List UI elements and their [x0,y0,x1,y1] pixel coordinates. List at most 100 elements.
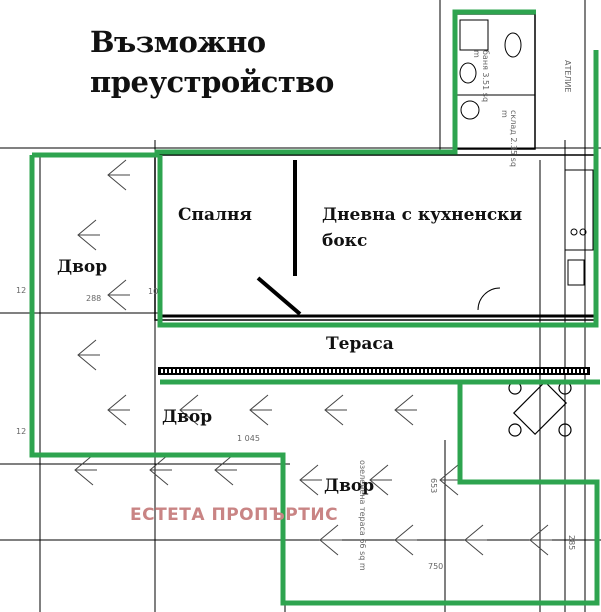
railing-slot [489,369,491,373]
railing-slot [465,369,467,373]
arrow-icon [464,524,487,556]
arrow-icon [369,464,392,496]
railing-slot [237,369,239,373]
watermark: ЕСТЕТА ПРОПЪРТИС [130,505,339,525]
arrow-icon [319,524,342,556]
railing-slot [357,369,359,373]
fridge-icon [567,259,585,286]
railing-slot [417,369,419,373]
railing-slot [361,369,363,373]
storage-label: склад 2.35 sq m [500,110,518,167]
railing-slot [529,369,531,373]
arrow-icon [77,219,100,251]
railing-slot [461,369,463,373]
railing-slot [457,369,459,373]
railing-slot [525,369,527,373]
railing-slot [517,369,519,373]
railing-slot [201,369,203,373]
dim-12-bottom: 12 [16,427,27,436]
railing-slot [381,369,383,373]
railing-slot [241,369,243,373]
railing-slot [169,369,171,373]
railing-slot [293,369,295,373]
railing-slot [473,369,475,373]
arrow-icon [179,394,202,426]
green-outline [29,9,600,606]
railing-slot [433,369,435,373]
railing-slot [345,369,347,373]
railing-slot [573,369,575,373]
railing-slot [277,369,279,373]
railing-slot [193,369,195,373]
railing-slot [265,369,267,373]
railing-slot [325,369,327,373]
railing-slot [397,369,399,373]
railing-slot [537,369,539,373]
railing-slot [533,369,535,373]
railing-slot [401,369,403,373]
hob-icon [570,228,578,236]
bath-label: баня 3.51 sq m [472,50,490,103]
railing-slot [509,369,511,373]
railing-slot [549,369,551,373]
railing-slot [185,369,187,373]
railing-slot [189,369,191,373]
railing-slot [173,369,175,373]
room-label-yard-left: Двор [57,257,108,277]
railing-slot [165,369,167,373]
railing-slot [229,369,231,373]
railing-slot [377,369,379,373]
bedroom-door [256,276,302,316]
railing-slot [421,369,423,373]
railing-slot [305,369,307,373]
arrow-icon [394,524,417,556]
railing-slot [217,369,219,373]
railing-slot [309,369,311,373]
railing-slot [177,369,179,373]
dim-653: 653 [429,478,438,494]
railing-slot [321,369,323,373]
balcony-door [477,287,501,311]
railing-slot [337,369,339,373]
outline-yards [29,155,600,606]
kitchen-counter [564,169,594,251]
room-label-yard-bottom: Двор [324,476,375,496]
arrow-icon [74,454,97,486]
arrow-icon [299,464,322,496]
railing-slot [369,369,371,373]
arrow-icon [214,454,237,486]
railing-slot [437,369,439,373]
railing-slot [513,369,515,373]
room-label-bedroom: Спалня [178,205,252,225]
railing-slot [213,369,215,373]
railing-slot [425,369,427,373]
railing-slot [313,369,315,373]
railing-slot [269,369,271,373]
room-label-terrace: Тераса [326,334,394,354]
dim-1045: 1 045 [237,434,260,443]
railing-slot [385,369,387,373]
railing-slot [521,369,523,373]
atelier-label: АТЕЛИЕ [563,60,572,93]
arrow-icon [107,159,130,191]
arrow-icon [529,524,552,556]
railing-slot [301,369,303,373]
railing-slot [501,369,503,373]
railing-slot [257,369,259,373]
dim-285: 285 [567,535,576,551]
railing-slot [205,369,207,373]
arrow-icon [149,454,172,486]
arrow-icon [107,394,130,426]
railing-slot [561,369,563,373]
arrow-icon [77,339,100,371]
dim-12-top: 12 [16,286,27,295]
railing-slot [261,369,263,373]
outline-top [32,9,536,158]
railing-slot [373,369,375,373]
railing-slot [405,369,407,373]
railing-slot [297,369,299,373]
dim-10: 10 [148,287,159,296]
railing-slot [449,369,451,373]
railing-slot [365,369,367,373]
